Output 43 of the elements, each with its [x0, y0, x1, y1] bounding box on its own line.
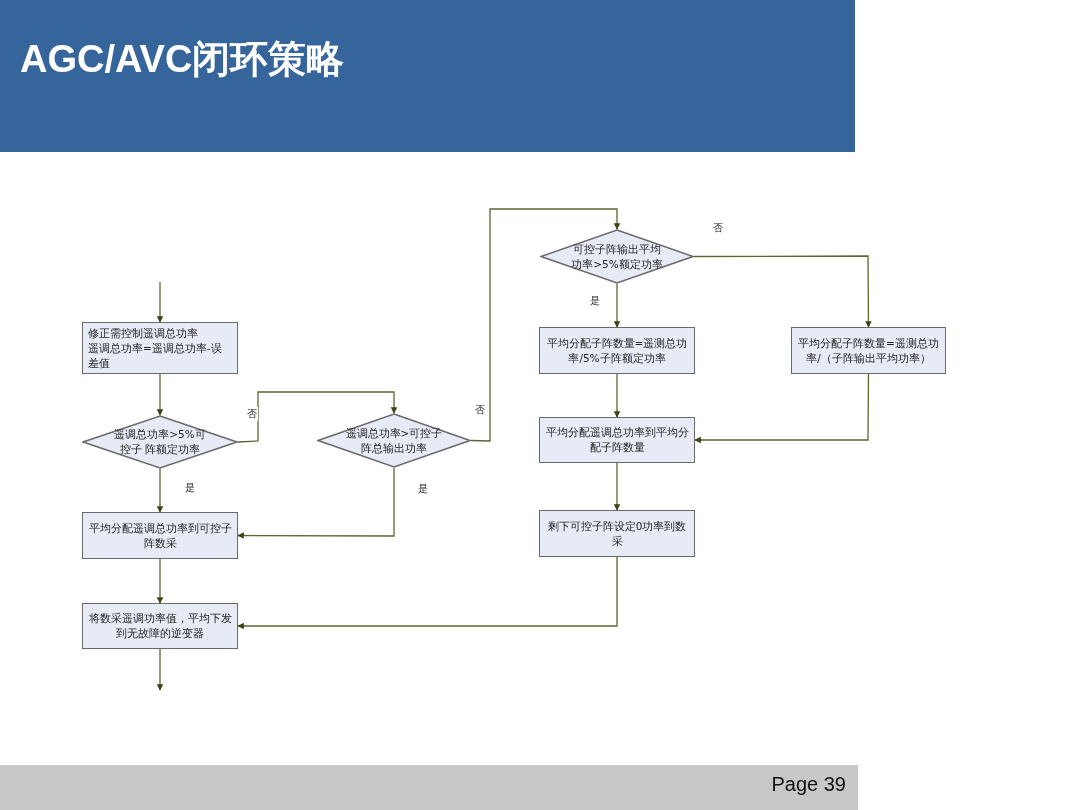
arrow [156, 281, 164, 323]
process-box [539, 327, 695, 374]
node-text: 遥调总功率=遥调总功率-误差值 [88, 340, 223, 371]
node-text: 可控子阵输出平均功率>5%额定功率 [570, 241, 664, 272]
arrow [237, 556, 618, 630]
arrow [156, 468, 164, 513]
arrow [156, 558, 164, 604]
arrow [693, 255, 872, 328]
node-text: 修正需控制遥调总功率 [88, 325, 199, 341]
process-box [539, 510, 695, 557]
edge-label: 否 [474, 403, 486, 417]
slide-title: AGC/AVC闭环策略 [20, 37, 345, 82]
arrow [470, 208, 621, 442]
arrow [613, 373, 621, 418]
edge-label: 是 [589, 294, 601, 308]
edge-label: 是 [184, 481, 196, 495]
process-box [539, 417, 695, 463]
arrow [694, 373, 870, 444]
node-text: 将数采遥调功率值，平均下发到无故障的逆变器 [88, 611, 232, 641]
node-text: 遥调总功率>5%可控子 阵额定功率 [113, 427, 207, 457]
decision-diamond [317, 413, 471, 468]
process-box [82, 322, 238, 374]
arrow [613, 462, 621, 511]
decision-diamond [82, 415, 238, 469]
node-text: 遥调总功率>可控子阵总输出功率 [345, 425, 443, 456]
process-box [791, 327, 946, 374]
edge-label: 否 [246, 407, 258, 421]
node-text: 平均分配子阵数量=遥测总功率/（子阵输出平均功率） [797, 335, 940, 366]
arrow [237, 467, 395, 539]
arrow [237, 391, 398, 443]
arrow [156, 648, 164, 691]
node-text: 平均分配子阵数量=遥测总功率/5%子阵额定功率 [545, 335, 689, 366]
node-text: 平均分配遥调总功率到平均分配子阵数量 [545, 425, 689, 455]
edge-label: 是 [417, 482, 429, 496]
process-box [82, 512, 238, 559]
node-text: 剩下可控子阵设定0功率到数采 [546, 518, 688, 549]
decision-diamond [540, 229, 694, 284]
arrow [156, 373, 164, 416]
process-box [82, 603, 238, 649]
edge-label: 否 [712, 221, 724, 235]
arrow [613, 283, 621, 328]
page-number: Page 39 [771, 773, 846, 796]
node-text: 平均分配遥调总功率到可控子阵数采 [88, 520, 232, 551]
